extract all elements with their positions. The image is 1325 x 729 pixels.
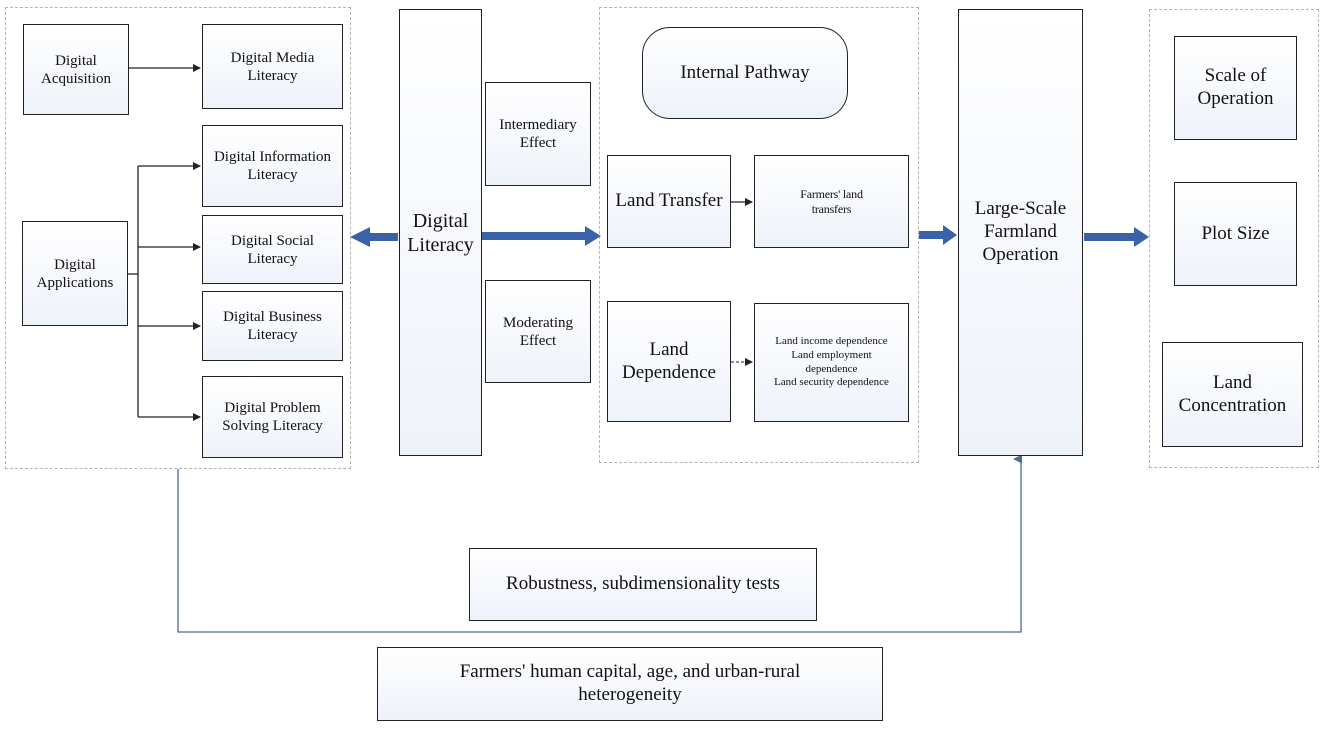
land-dependence-label: Land Dependence <box>622 338 716 383</box>
heterogeneity-box: Farmers' human capital, age, and urban-r… <box>377 647 883 721</box>
land-employment-dependence-label: Land employment dependence <box>791 348 872 375</box>
land-dependence-box: Land Dependence <box>607 301 731 422</box>
scale-of-operation-label: Scale of Operation <box>1197 65 1274 109</box>
intermediary-effect-label: Intermediary Effect <box>499 117 577 151</box>
moderating-effect-label: Moderating Effect <box>503 314 573 349</box>
digital-information-literacy-label: Digital Information Literacy <box>213 149 332 183</box>
land-concentration-label: Land Concentration <box>1178 371 1287 416</box>
digital-acquisition-box: Digital Acquisition <box>23 24 129 115</box>
digital-business-literacy-box: Digital Business Literacy <box>202 291 343 361</box>
internal-pathway-title-box: Internal Pathway <box>642 27 848 119</box>
internal-pathway-title: Internal Pathway <box>680 61 810 83</box>
digital-problem-solving-literacy-label: Digital Problem Solving Literacy <box>222 400 323 434</box>
farmers-land-transfers-box: Farmers' land transfers <box>754 155 909 248</box>
land-transfer-label: Land Transfer <box>615 190 723 212</box>
moderating-effect-box: Moderating Effect <box>485 280 591 383</box>
thick-arrow-to-large-scale <box>919 225 957 245</box>
digital-literacy-components-panel <box>5 7 351 469</box>
digital-literacy-label: Digital Literacy <box>407 209 474 256</box>
digital-social-literacy-box: Digital Social Literacy <box>202 215 343 284</box>
land-income-dependence-label: Land income dependence <box>775 335 888 347</box>
land-concentration-box: Land Concentration <box>1162 342 1303 447</box>
intermediary-effect-box: Intermediary Effect <box>485 82 591 186</box>
internal-pathway-panel <box>599 7 919 463</box>
land-security-dependence-label: Land security dependence <box>774 376 889 389</box>
digital-social-literacy-label: Digital Social Literacy <box>231 232 314 267</box>
digital-business-literacy-label: Digital Business Literacy <box>223 309 322 343</box>
digital-literacy-box: Digital Literacy <box>399 9 482 456</box>
digital-media-literacy-box: Digital Media Literacy <box>202 24 343 109</box>
heterogeneity-label: Farmers' human capital, age, and urban-r… <box>459 661 801 705</box>
robustness-tests-label: Robustness, subdimensionality tests <box>506 573 780 595</box>
thick-arrow-to-outcomes <box>1084 227 1149 247</box>
digital-problem-solving-literacy-box: Digital Problem Solving Literacy <box>202 376 343 458</box>
plot-size-label: Plot Size <box>1201 222 1270 244</box>
large-scale-farmland-operation-box: Large-Scale Farmland Operation <box>958 9 1083 456</box>
heterogeneity-feedback-line <box>177 454 1022 633</box>
farmers-land-transfers-label: Farmers' land transfers <box>800 187 863 216</box>
digital-applications-label: Digital Applications <box>36 256 114 291</box>
scale-of-operation-box: Scale of Operation <box>1174 36 1297 140</box>
land-transfer-box: Land Transfer <box>607 155 731 248</box>
outcome-measures-panel <box>1149 9 1319 468</box>
left-thick-arrow <box>350 227 398 247</box>
large-scale-farmland-operation-label: Large-Scale Farmland Operation <box>974 198 1067 265</box>
robustness-tests-box: Robustness, subdimensionality tests <box>469 548 817 621</box>
digital-acquisition-label: Digital Acquisition <box>41 52 111 87</box>
digital-information-literacy-box: Digital Information Literacy <box>202 125 343 207</box>
plot-size-box: Plot Size <box>1174 182 1297 286</box>
digital-applications-box: Digital Applications <box>22 221 128 326</box>
digital-media-literacy-label: Digital Media Literacy <box>230 49 315 84</box>
land-dependence-items-box: Land income dependence Land employment d… <box>754 303 909 422</box>
right-thick-arrow-to-pathway <box>482 226 601 246</box>
